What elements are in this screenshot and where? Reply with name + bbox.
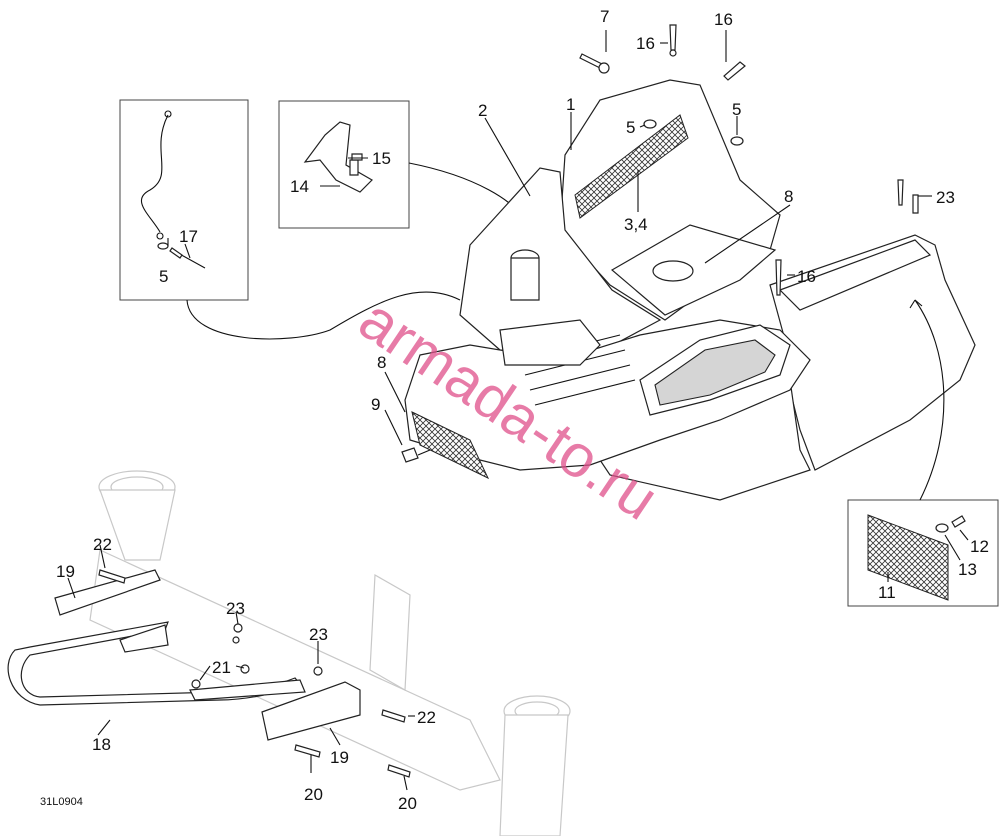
callout-19-right: 20 (398, 794, 417, 813)
callout-15-top: 16 (636, 34, 655, 53)
callout-14: 15 (372, 149, 391, 168)
hull-body (404, 79, 976, 501)
callout-7: 8 (377, 353, 386, 372)
callout-15-right: 16 (714, 10, 733, 29)
callout-13: 14 (290, 177, 309, 196)
callout-22-right: 23 (309, 625, 328, 644)
inset-bracket (278, 100, 410, 229)
callout-12: 13 (958, 560, 977, 579)
drawing-code: 31L0904 (40, 796, 83, 808)
callout-16: 17 (179, 227, 198, 246)
callout-11: 12 (970, 537, 989, 556)
callout-21-bottom: 22 (417, 708, 436, 727)
callout-19-left: 20 (304, 785, 323, 804)
callout-20: 21 (212, 658, 231, 677)
callout-6: 7 (600, 7, 609, 26)
leader-reflector-curve (914, 299, 945, 501)
hardware (98, 24, 919, 778)
callout-10: 11 (878, 583, 896, 602)
inset-tether-cord (119, 99, 249, 301)
leader-inset-curve (186, 291, 461, 340)
callout-17: 18 (92, 735, 111, 754)
callout-labels: 7 16 16 1 2 5 5 3,4 8 16 23 15 14 17 5 8… (56, 7, 989, 813)
callout-2: 2 (478, 101, 487, 120)
frame-assembly (7, 470, 571, 836)
callout-5-right: 5 (732, 100, 741, 119)
leader-lines (67, 30, 969, 791)
callout-5-mid: 5 (626, 118, 635, 137)
callout-9: 8 (784, 187, 793, 206)
callout-23: 23 (936, 188, 955, 207)
callout-15-lid: 16 (797, 267, 816, 286)
callout-1: 1 (566, 95, 575, 114)
callout-5-inset: 5 (159, 267, 168, 286)
callout-18-left: 19 (56, 562, 75, 581)
callout-22-left: 23 (226, 599, 245, 618)
callout-8: 9 (371, 395, 380, 414)
inset-reflector (847, 499, 999, 607)
callout-18-right: 19 (330, 748, 349, 767)
callout-3-4: 3,4 (624, 215, 648, 234)
callout-21-top: 22 (93, 535, 112, 554)
